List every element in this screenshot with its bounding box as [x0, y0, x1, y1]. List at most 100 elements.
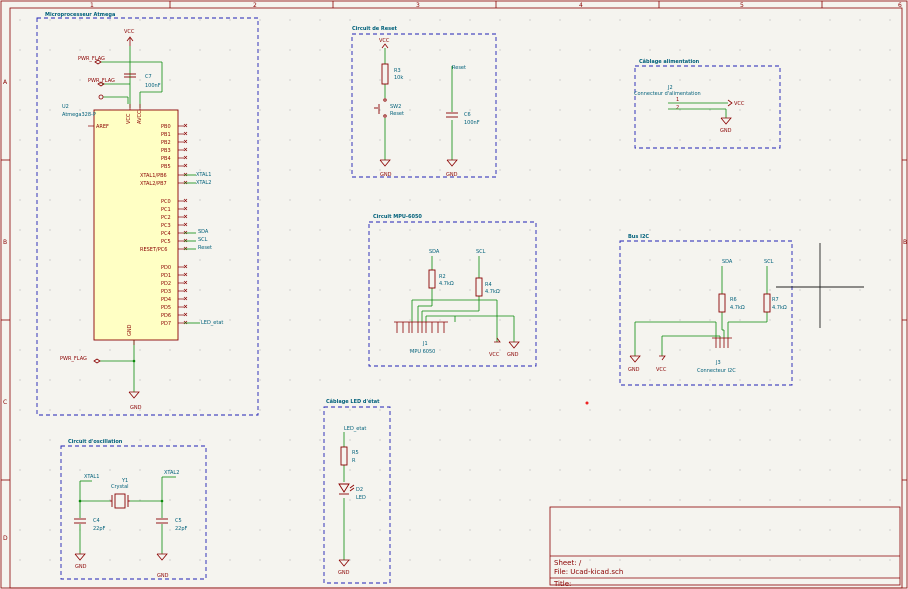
block-reset[interactable]: Circuit de Reset VCC R3 10k SW2 Reset Re… [351, 26, 497, 178]
pwr-flag-1[interactable] [94, 59, 102, 65]
grid-dot [139, 529, 141, 531]
grid-dot [79, 349, 81, 351]
grid-dot [199, 499, 201, 501]
title-block[interactable] [549, 506, 901, 586]
power-vcc-symbol[interactable] [727, 99, 733, 107]
grid-dot [499, 289, 501, 291]
grid-dot [259, 379, 261, 381]
cap-c4[interactable] [74, 518, 86, 524]
resistor-r6[interactable] [718, 293, 726, 313]
grid-dot [19, 349, 21, 351]
reset-vcc-symbol[interactable] [381, 43, 389, 49]
mpu-sda-label: SDA [429, 249, 440, 255]
grid-dot [529, 109, 531, 111]
tb-file: File: Ucad-kicad.sch [554, 568, 623, 576]
resistor-r5[interactable] [340, 446, 348, 466]
led-d2[interactable] [338, 483, 355, 495]
grid-dot [709, 229, 711, 231]
grid-dot [229, 109, 231, 111]
grid-dot [619, 499, 621, 501]
crystal-y1[interactable] [110, 493, 130, 509]
mcu-pins-right: PB0 PB1 PB2 PB3 PB4 PB5 XTAL1/PB6 XTAL2/… [140, 124, 171, 327]
connector-j1[interactable] [394, 321, 448, 333]
resistor-r3[interactable] [381, 63, 389, 85]
grid-dot [379, 439, 381, 441]
grid-dot [319, 319, 321, 321]
pin-pc3: PC3 [161, 223, 171, 229]
pwr-flag-3[interactable] [93, 358, 101, 364]
grid-dot [109, 469, 111, 471]
led-gnd-symbol[interactable] [338, 559, 350, 567]
i2c-gnd-symbol[interactable] [629, 355, 641, 363]
grid-dot [709, 439, 711, 441]
resistor-r4[interactable] [475, 277, 483, 297]
grid-dot [499, 139, 501, 141]
grid-dot [619, 409, 621, 411]
cap-c6[interactable] [446, 112, 458, 118]
grid-dot [259, 19, 261, 21]
grid-dot [349, 379, 351, 381]
grid-dot [79, 469, 81, 471]
block-osc[interactable]: Circuit d'oscillation XTAL1 XTAL2 Y1 Cry… [60, 439, 207, 580]
grid-dot [199, 229, 201, 231]
mcu-gnd-symbol[interactable] [128, 391, 140, 399]
no-connect-icon [183, 155, 188, 160]
mcu-ref: U2 [62, 104, 69, 110]
grid-dot [289, 319, 291, 321]
grid-dot [829, 169, 831, 171]
pin-pb6: XTAL1/PB6 [140, 173, 167, 179]
grid-dot [739, 409, 741, 411]
grid-dot [439, 259, 441, 261]
connector-j3[interactable] [712, 337, 732, 348]
grid-dot [559, 349, 561, 351]
junction [78, 499, 82, 503]
tb-sheet: Sheet: / [554, 559, 582, 567]
r2-value: 4.7kΩ [439, 281, 454, 287]
grid-dot [49, 169, 51, 171]
block-mpu[interactable]: Circuit MPU-6050 SDA SCL R2 4.7kΩ R4 4.7… [368, 214, 537, 367]
grid-dot [769, 559, 771, 561]
grid-dot [79, 79, 81, 81]
grid-dot [379, 169, 381, 171]
pin-pc6: RESET/PC6 [140, 247, 167, 253]
grid-dot [409, 229, 411, 231]
block-i2c[interactable]: Bus I2C SDA SCL R6 4.7kΩ R7 4.7kΩ J3 Con… [619, 234, 793, 386]
sw2-value: Reset [390, 111, 404, 117]
block-mcu[interactable]: Microprocesseur Atmega VCC C7 100nF PW [36, 12, 259, 416]
cap-c7[interactable] [124, 73, 136, 78]
grid-dot [679, 259, 681, 261]
power-gnd-symbol[interactable] [720, 117, 732, 125]
vcc-symbol[interactable] [126, 36, 134, 46]
grid-dot [589, 409, 591, 411]
switch-sw2[interactable] [374, 98, 387, 118]
grid-dot [649, 139, 651, 141]
grid-dot [319, 289, 321, 291]
block-led[interactable]: Câblage LED d'état LED_etat R5 R D2 LED … [323, 398, 391, 584]
grid-dot [229, 259, 231, 261]
grid-dot [349, 559, 351, 561]
grid-dot [19, 49, 21, 51]
grid-dot [649, 109, 651, 111]
grid-dot [139, 19, 141, 21]
grid-dot [469, 169, 471, 171]
grid-dot [199, 259, 201, 261]
mpu-gnd-symbol[interactable] [508, 341, 520, 349]
resistor-r2[interactable] [428, 269, 436, 289]
mpu-vcc-symbol[interactable] [494, 337, 501, 343]
resistor-r7[interactable] [763, 293, 771, 313]
grid-dot [559, 499, 561, 501]
cap-c5[interactable] [156, 518, 168, 524]
reset-gnd-symbols[interactable] [379, 159, 458, 167]
grid-dot [379, 409, 381, 411]
grid-dot [799, 289, 801, 291]
grid-dot [829, 409, 831, 411]
osc-gnd-symbols[interactable] [74, 553, 168, 561]
block-power[interactable]: Câblage alimentation J2 Connecteur d'ali… [634, 58, 781, 149]
mcu-body[interactable] [93, 109, 179, 341]
pwr-flag-2[interactable] [97, 81, 105, 87]
row-label-a: A [3, 79, 8, 86]
grid-dot [49, 49, 51, 51]
grid-dot [529, 199, 531, 201]
i2c-vcc-symbol[interactable] [659, 355, 666, 361]
